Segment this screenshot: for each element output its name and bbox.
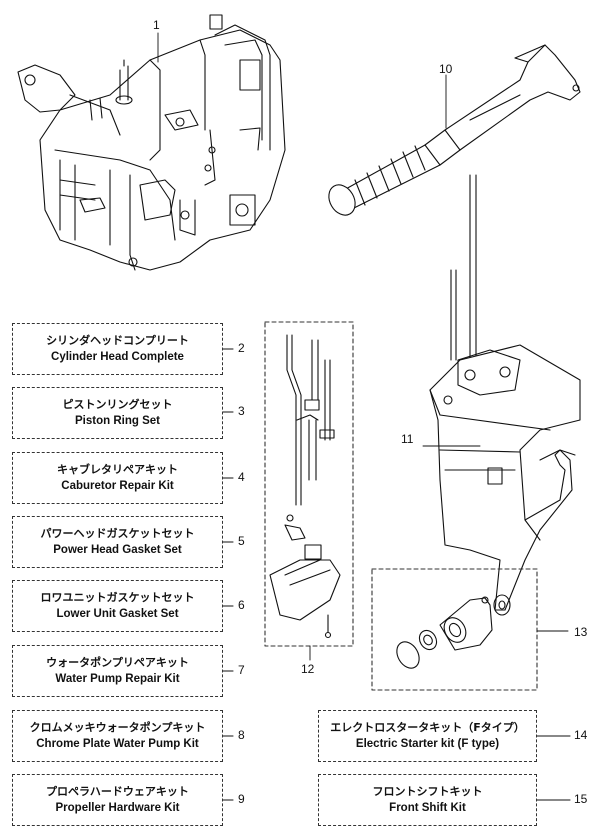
shift-rods-drawing <box>269 334 341 639</box>
kit-number: 14 <box>574 728 588 742</box>
kit-name-jp: パワーヘッドガスケットセット <box>40 527 195 540</box>
kit-box-piston-ring: ピストンリングセット Piston Ring Set <box>12 387 223 439</box>
kit-number: 7 <box>238 663 245 677</box>
kit-box-carburetor: キャブレタリペアキット Caburetor Repair Kit <box>12 452 223 504</box>
callout-1: 1 <box>153 18 160 32</box>
kit-name-en: Caburetor Repair Kit <box>61 480 174 492</box>
kit-name-jp: ピストンリングセット <box>62 398 173 411</box>
kit-name-jp: ウォータポンプリペアキット <box>46 656 189 669</box>
kit-box-cylinder-head: シリンダヘッドコンプリート Cylinder Head Complete <box>12 323 223 375</box>
kit-box-front-shift: フロントシフトキット Front Shift Kit <box>318 774 537 826</box>
kit-box-water-pump: ウォータポンプリペアキット Water Pump Repair Kit <box>12 645 223 697</box>
kit-name-jp: キャブレタリペアキット <box>57 463 178 476</box>
kit-name-jp: シリンダヘッドコンプリート <box>46 334 189 347</box>
kit-number: 4 <box>238 470 245 484</box>
kit-box-electric-starter: エレクトロスタータキット（Fタイプ） Electric Starter kit … <box>318 710 537 762</box>
kit-box-propeller-hardware: プロペラハードウェアキット Propeller Hardware Kit <box>12 774 223 826</box>
kit-name-en: Front Shift Kit <box>389 802 466 814</box>
kit-name-en: Electric Starter kit (F type) <box>355 738 500 750</box>
callout-12: 12 <box>301 662 315 676</box>
callout-13: 13 <box>574 625 588 639</box>
kit-number: 5 <box>238 534 245 548</box>
kit-number: 8 <box>238 728 245 742</box>
kit-name-jp: エレクトロスタータキット（Fタイプ） <box>330 721 525 734</box>
kit-name-jp: クロムメッキウォータポンプキット <box>29 721 206 734</box>
kit-name-jp: プロペラハードウェアキット <box>46 785 189 798</box>
kit-name-jp: フロントシフトキット <box>372 785 483 798</box>
kit-name-jp: ロワユニットガスケットセット <box>40 591 195 604</box>
kit-number: 15 <box>574 792 588 806</box>
kit-name-en: Propeller Hardware Kit <box>55 802 180 814</box>
kit-name-en: Cylinder Head Complete <box>51 351 184 363</box>
kit-number: 3 <box>238 404 245 418</box>
kit-name-en: Power Head Gasket Set <box>53 544 182 556</box>
kit-box-lower-unit-gasket: ロワユニットガスケットセット Lower Unit Gasket Set <box>12 580 223 632</box>
kit-number: 2 <box>238 341 245 355</box>
kit-box-chrome-water-pump: クロムメッキウォータポンプキット Chrome Plate Water Pump… <box>12 710 223 762</box>
kit-number: 6 <box>238 598 245 612</box>
lower-unit-drawing <box>429 174 581 611</box>
callout-11: 11 <box>401 432 414 446</box>
tiller-handle-drawing <box>328 44 581 216</box>
callout-10: 10 <box>439 62 453 76</box>
kit-name-en: Lower Unit Gasket Set <box>56 608 179 620</box>
kit-number: 9 <box>238 792 245 806</box>
kit-name-en: Piston Ring Set <box>75 415 160 427</box>
kit-box-power-head-gasket: パワーヘッドガスケットセット Power Head Gasket Set <box>12 516 223 568</box>
kit-name-en: Chrome Plate Water Pump Kit <box>36 738 199 750</box>
kit-name-en: Water Pump Repair Kit <box>55 673 180 685</box>
starter-components-drawing <box>396 594 511 669</box>
power-head-drawing <box>17 14 286 271</box>
